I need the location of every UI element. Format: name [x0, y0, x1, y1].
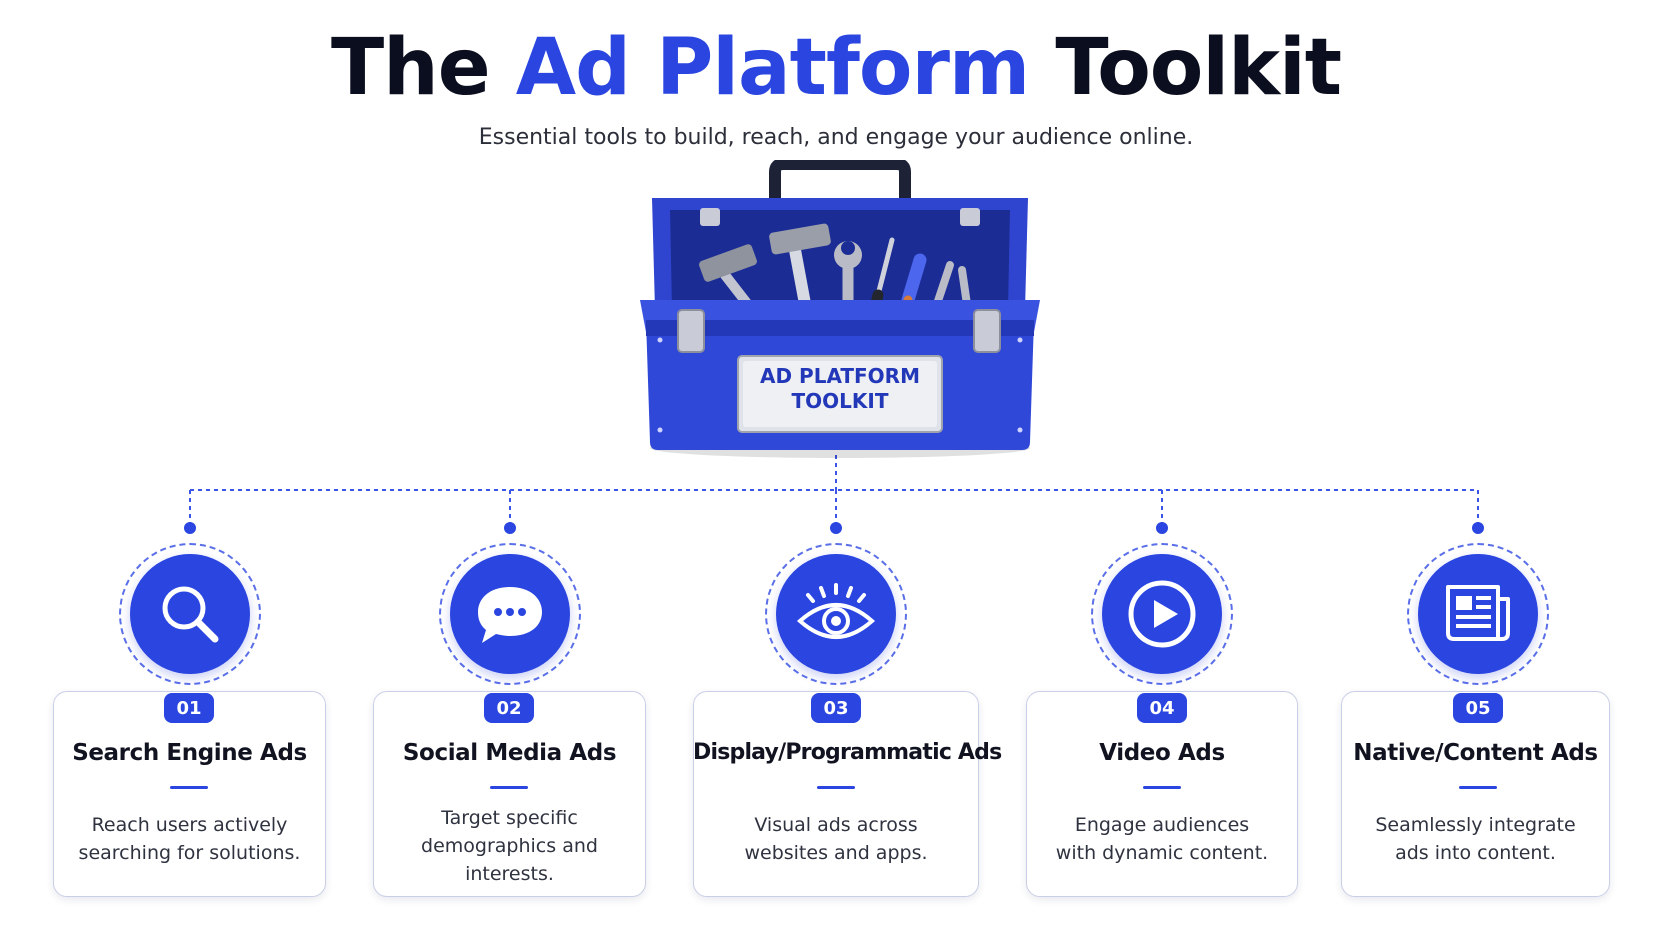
title-divider: [1143, 786, 1181, 789]
tool-description: Target specific demographics and interes…: [373, 804, 646, 888]
tool-description: Visual ads across websites and apps.: [693, 811, 979, 867]
tool-title: Search Engine Ads: [72, 740, 307, 766]
social-media-icon-ring: [439, 543, 581, 685]
tool-description-line: Seamlessly integrate: [1375, 814, 1576, 836]
display-icon-disc: [776, 554, 896, 674]
social-media-icon-disc: [450, 554, 570, 674]
tool-title: Native/Content Ads: [1353, 740, 1598, 766]
tool-number-badge: 03: [811, 693, 861, 723]
tool-description-line: Engage audiences: [1074, 814, 1250, 836]
tool-card-native: [1341, 691, 1610, 897]
video-icon-disc: [1102, 554, 1222, 674]
toolbox-label-line2: TOOLKIT: [791, 389, 889, 413]
search-engine-icon-ring: [119, 543, 261, 685]
tool-card-social-media: [373, 691, 646, 897]
title-divider: [817, 786, 855, 789]
title-divider: [490, 786, 528, 789]
tool-description-line: demographics and: [421, 835, 598, 857]
play-icon: [1128, 580, 1196, 648]
toolbox-label-line1: AD PLATFORM: [760, 364, 920, 388]
tool-card-video: [1026, 691, 1298, 897]
tool-number-badge: 05: [1453, 693, 1503, 723]
eye-icon: [796, 583, 876, 639]
tool-description-line: websites and apps.: [744, 842, 928, 864]
native-icon-ring: [1407, 543, 1549, 685]
tool-number-badge: 04: [1137, 693, 1187, 723]
tool-card-display: [693, 691, 979, 897]
tool-title: Social Media Ads: [402, 740, 617, 766]
tool-description: Engage audiences with dynamic content.: [1026, 811, 1298, 867]
tool-title: Display/Programmatic Ads: [693, 740, 1002, 765]
magnifier-icon: [162, 586, 219, 643]
newspaper-icon: [1446, 585, 1510, 641]
tool-number-badge: 01: [164, 693, 214, 723]
tool-description-line: with dynamic content.: [1055, 842, 1269, 864]
title-divider: [170, 786, 208, 789]
search-engine-icon-disc: [130, 554, 250, 674]
toolbox-label: AD PLATFORM TOOLKIT: [738, 364, 942, 414]
tool-description-line: Target specific: [441, 807, 578, 829]
tool-description-line: Visual ads across: [754, 814, 918, 836]
chat-bubble-icon: [478, 587, 542, 643]
display-icon-ring: [765, 543, 907, 685]
title-divider: [1459, 786, 1497, 789]
toolbox-illustration: AD PLATFORM TOOLKIT: [630, 158, 1050, 460]
tool-title: Video Ads: [1099, 740, 1225, 766]
tool-description: Seamlessly integrate ads into content.: [1341, 811, 1610, 867]
title-accent: Ad Platform: [515, 23, 1030, 113]
page-subtitle: Essential tools to build, reach, and eng…: [478, 125, 1194, 150]
video-icon-ring: [1091, 543, 1233, 685]
tool-description-line: interests.: [465, 863, 554, 885]
tool-description-line: ads into content.: [1395, 842, 1556, 864]
tool-card-search-engine: [53, 691, 326, 897]
page-title: The Ad Platform Toolkit: [0, 22, 1672, 116]
title-post: Toolkit: [1055, 23, 1342, 113]
native-icon-disc: [1418, 554, 1538, 674]
tool-number-badge: 02: [484, 693, 534, 723]
title-pre: The: [330, 23, 491, 113]
tool-description-line: Reach users actively: [91, 814, 288, 836]
tool-description-line: searching for solutions.: [78, 842, 301, 864]
tool-description: Reach users actively searching for solut…: [53, 811, 326, 867]
